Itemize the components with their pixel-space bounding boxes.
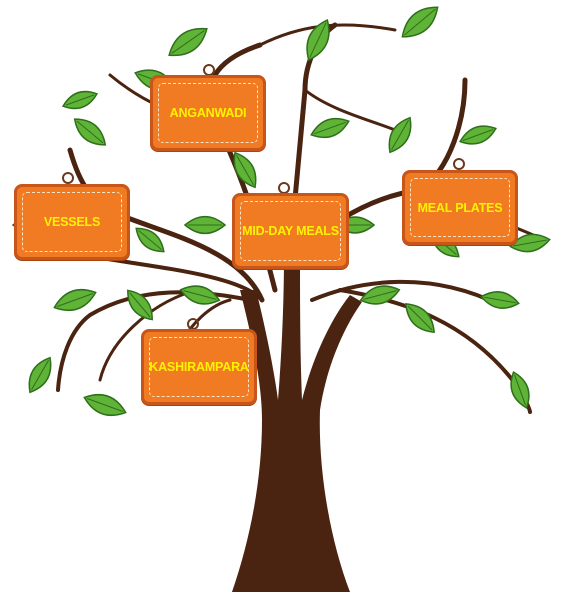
leaf-icon (61, 90, 99, 110)
leaf-icon (28, 356, 52, 394)
leaf-icon (405, 303, 435, 333)
sign-anganwadi: ANGANWADI (150, 75, 266, 151)
leaf-icon (53, 288, 97, 312)
leaf-icon (83, 393, 127, 417)
branch (310, 279, 502, 307)
sign-mid-day-meals: MID-DAY MEALS (232, 193, 349, 269)
sign-vessels: VESSELS (14, 184, 130, 260)
sign-label: MID-DAY MEALS (242, 224, 339, 238)
sign-meal-plates: MEAL PLATES (402, 170, 518, 245)
sign-kashirampara: KASHIRAMPARA (141, 329, 257, 405)
leaf-icon (459, 125, 497, 145)
tree-trunk (232, 255, 362, 592)
sign-dashed-border: MID-DAY MEALS (240, 201, 341, 261)
leaf-icon (510, 371, 530, 409)
leaf-icon (480, 291, 520, 309)
sign-dashed-border: KASHIRAMPARA (149, 337, 249, 397)
leaf-icon (359, 285, 401, 305)
sign-label: ANGANWADI (169, 106, 247, 120)
sign-hanger-icon (62, 172, 74, 184)
sign-label: MEAL PLATES (417, 200, 503, 215)
sign-dashed-border: ANGANWADI (158, 83, 258, 143)
sign-label: KASHIRAMPARA (149, 360, 249, 374)
leaf-icon (310, 117, 350, 139)
sign-dashed-border: VESSELS (22, 192, 122, 252)
leaf-icon (135, 227, 165, 253)
leaf-icon (233, 151, 257, 189)
sign-label: VESSELS (43, 215, 101, 229)
leaf-icon (179, 285, 221, 305)
leaf-icon (183, 215, 227, 235)
sign-dashed-border: MEAL PLATES (410, 178, 510, 237)
branch (98, 290, 192, 382)
leaf-icon (168, 27, 208, 57)
leaf-icon (388, 116, 412, 154)
branch (303, 88, 397, 132)
leaf-icon (401, 6, 439, 38)
leaf-icon (306, 19, 330, 61)
leaf-icon (127, 289, 153, 321)
leaf-icon (509, 233, 551, 253)
leaf-icon (73, 118, 107, 146)
sign-hanger-icon (453, 158, 465, 170)
